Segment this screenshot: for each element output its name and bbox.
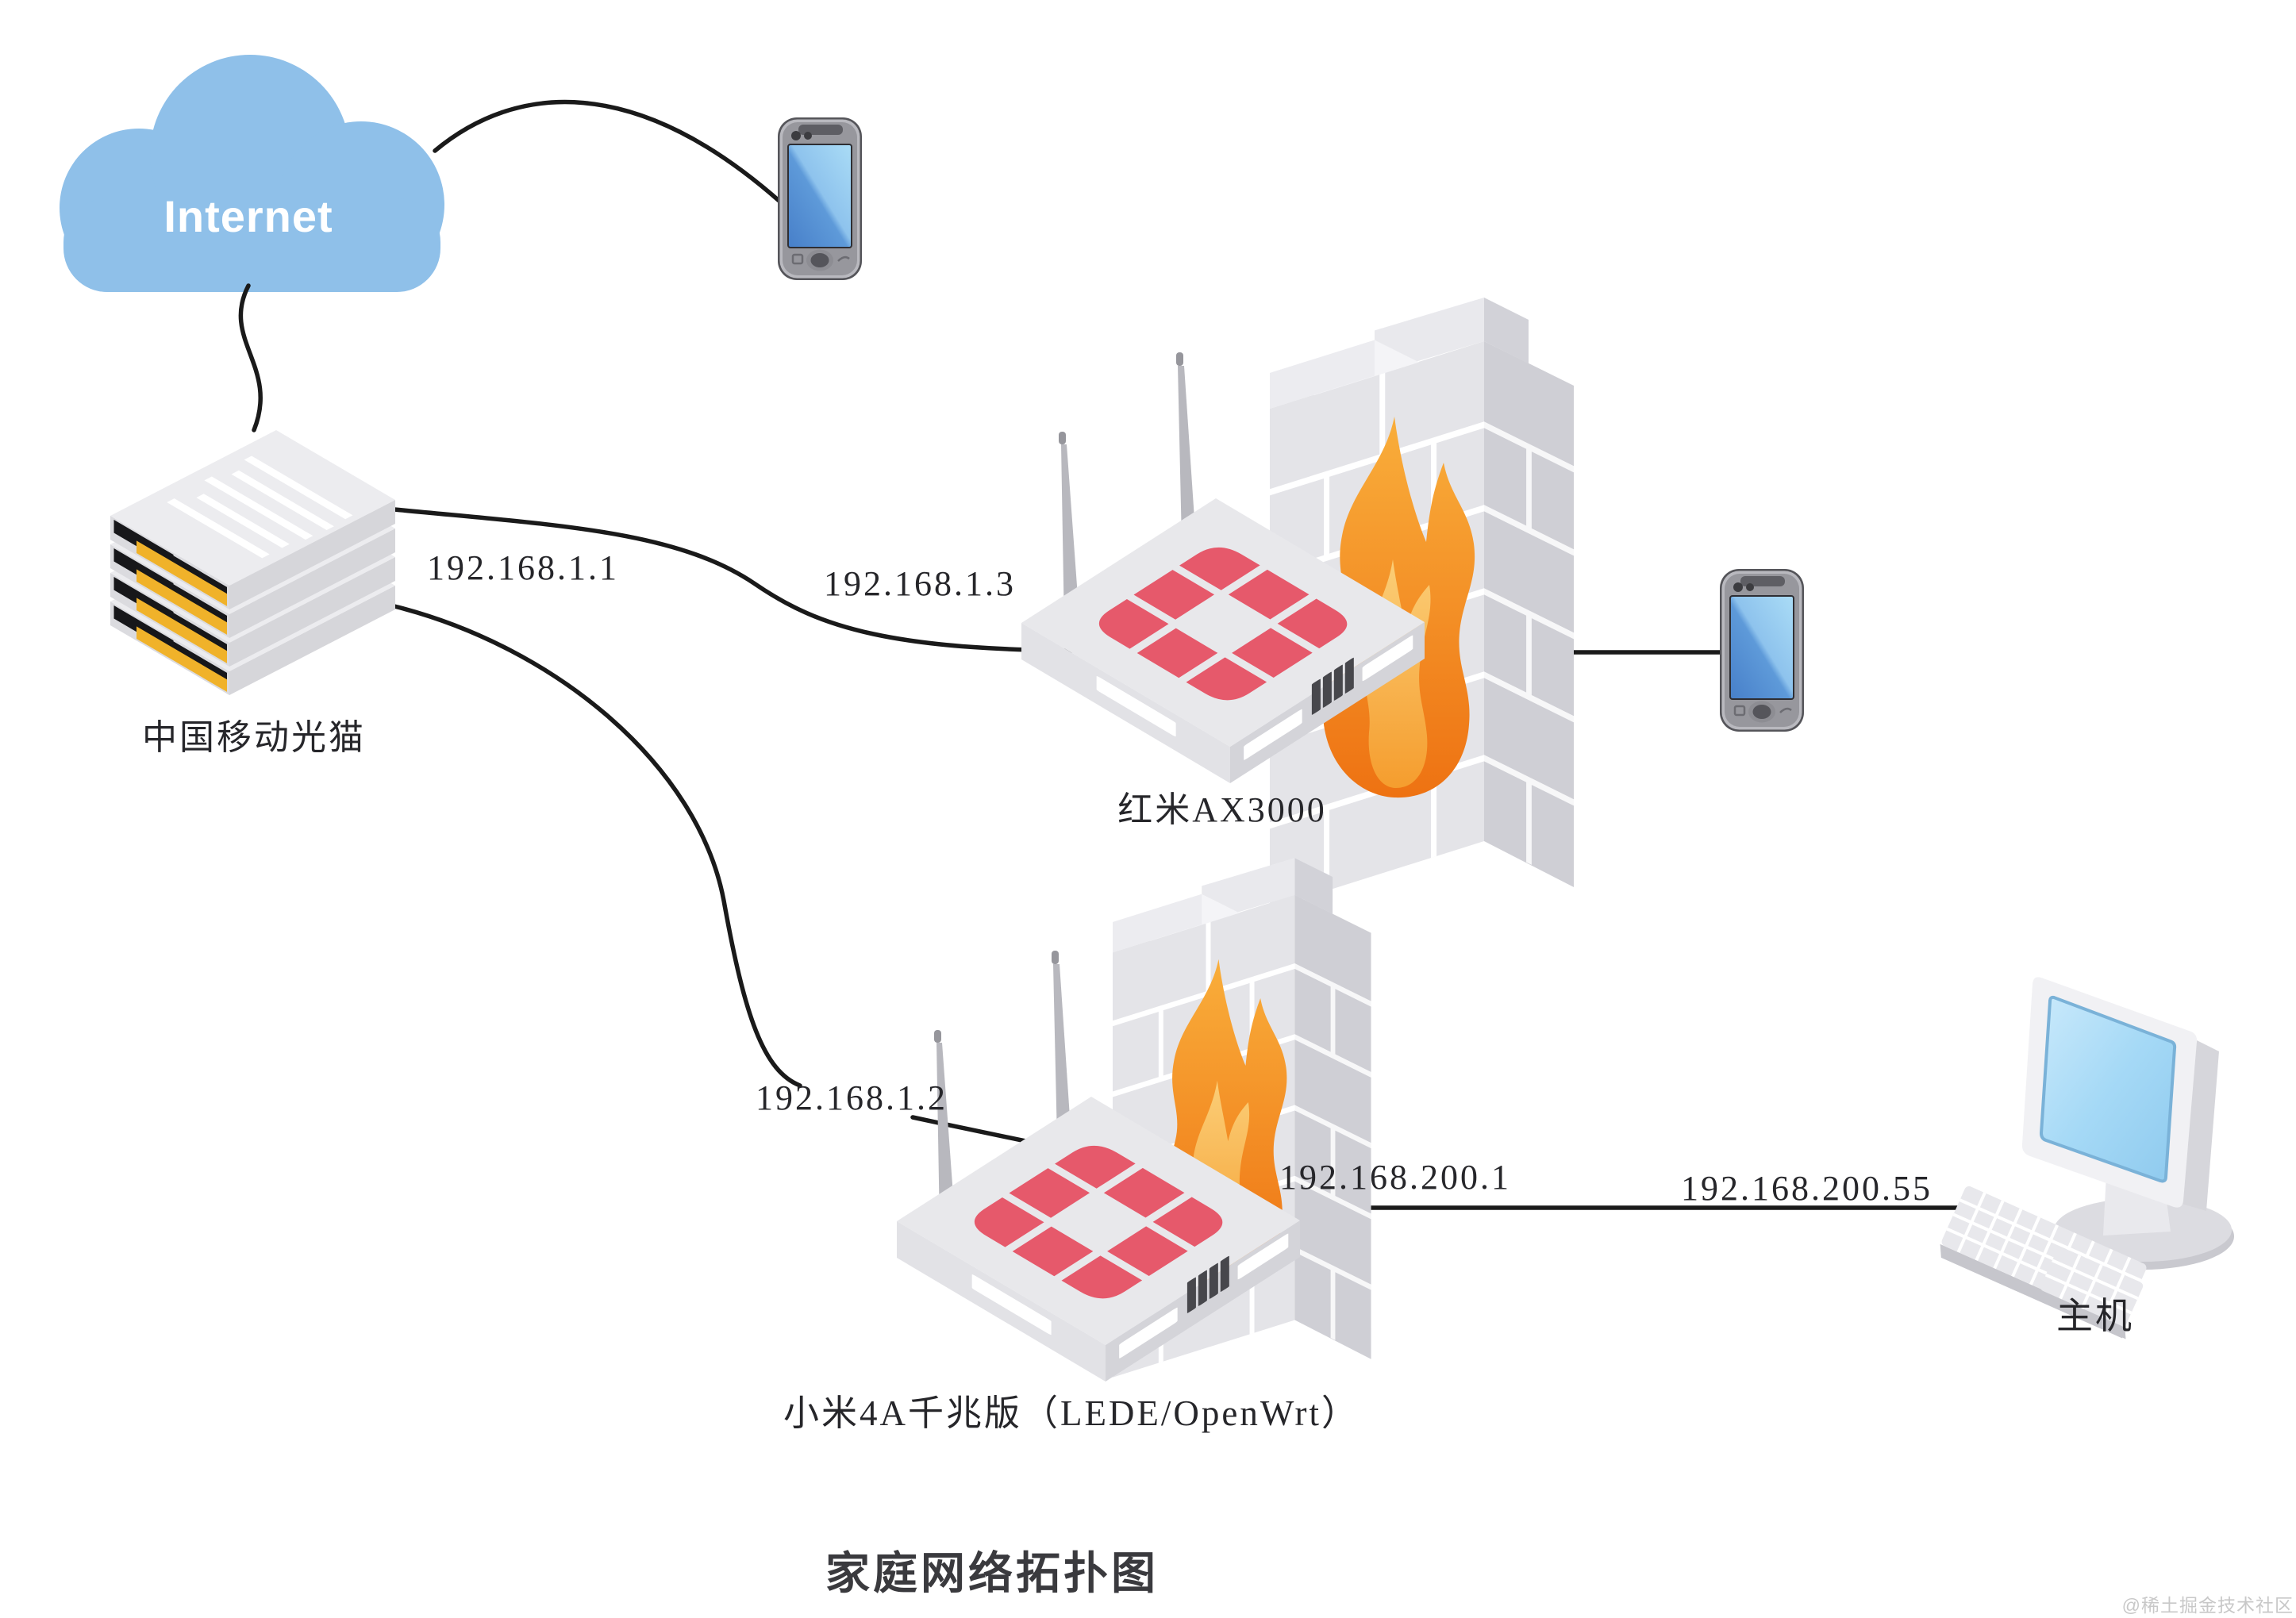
numpad-icon [2039,1247,2144,1339]
ip-label-xiaomi-lan: 192.168.200.1 [1279,1158,1511,1197]
router-xiaomi-label: 小米4A千兆版（LEDE/OpenWrt） [783,1393,1360,1433]
ip-label-modem-lan: 192.168.1.1 [427,548,619,587]
router-redmi-label: 红米AX3000 [1117,790,1327,829]
monitor-screen [2039,995,2177,1183]
modem-icon [110,430,395,695]
modem-vents [167,455,353,559]
ip-label-xiaomi-wan: 192.168.1.2 [756,1078,948,1117]
internet-cloud-icon [60,55,444,292]
smartphone-top-icon [776,116,863,282]
line-cloud-modem [238,283,263,432]
watermark: @稀土掘金技术社区 [2121,1595,2294,1616]
line-modem-xiaomi-a [392,604,802,1088]
internet-label: Internet [163,191,333,241]
host-computer-icon [1940,977,2234,1339]
host-label: 主机 [2056,1296,2134,1336]
line-modem-redmi [392,507,1113,653]
ip-label-host: 192.168.200.55 [1681,1169,1933,1208]
smartphone-right-icon [1718,567,1806,733]
ip-label-redmi-wan: 192.168.1.3 [824,564,1016,603]
diagram-title: 家庭网络拓扑图 [825,1548,1159,1598]
connection-lines [238,99,1974,1210]
line-cloud-phone [433,99,784,206]
modem-label: 中国移动光猫 [142,718,366,757]
